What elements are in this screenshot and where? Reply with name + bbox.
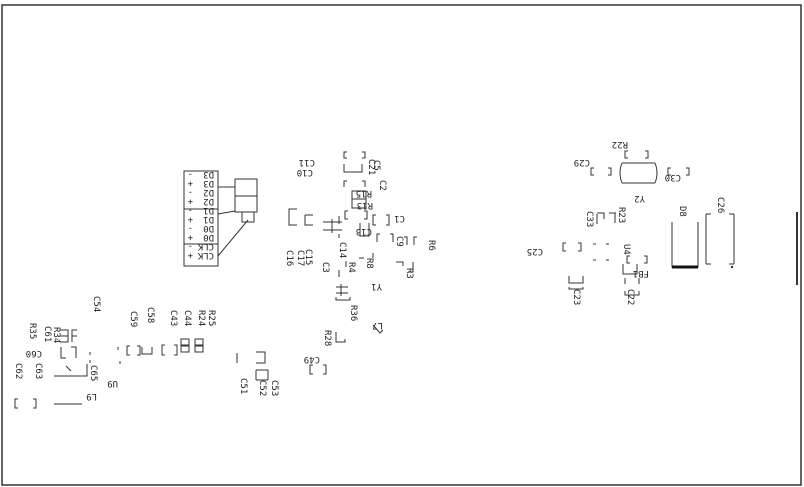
designator-label: C13 [356, 226, 372, 236]
designator-label: C1 [394, 213, 405, 223]
connector-pin-polarity: - [188, 187, 193, 197]
designator-label: C5 [371, 160, 381, 171]
connector-pin-polarity: + [187, 214, 193, 224]
connector-pin-name: D1 [203, 214, 214, 224]
designator-label: C58 [145, 307, 155, 323]
board-outline [1, 4, 802, 486]
designator-label: R13 [357, 200, 373, 210]
connector-outline [183, 170, 219, 267]
designator-label: C33 [584, 211, 594, 227]
connector-block: D3-D3+D2-D2+D1-D1+D0-D0+CLK-CLK+ [183, 169, 258, 267]
designator-label: C2 [377, 180, 387, 191]
connector-pin-name: D0 [203, 232, 214, 242]
designator-label: C52 [257, 380, 267, 396]
connector-pin-name: D2 [203, 196, 214, 206]
designator-label: C3 [320, 262, 330, 273]
designator-label: C21 [366, 159, 376, 175]
connector-pin-polarity: - [188, 169, 193, 179]
designator-label: C43 [168, 310, 178, 326]
designator-label: R24 [196, 310, 206, 326]
designator-label: R35 [27, 323, 37, 339]
designator-label: C10 [297, 167, 313, 177]
designator-label: C53 [269, 380, 279, 396]
designator-label: C30 [665, 172, 681, 182]
designator-label: C63 [33, 363, 43, 379]
connector-pin-polarity: + [187, 178, 193, 188]
designator-label: R23 [616, 207, 626, 223]
designator-label: C25 [527, 246, 543, 256]
connector-pin-name: CLK [197, 250, 214, 260]
connector-pin-polarity: - [188, 241, 193, 251]
designator-label: R34 [51, 327, 61, 343]
connector-pin-name: D1 [203, 205, 214, 215]
designator-label: C26 [715, 197, 725, 213]
designator-label: C54 [91, 296, 101, 312]
designator-label: R28 [322, 330, 332, 346]
connector-pin-polarity: + [187, 250, 193, 260]
designator-label: FB1 [633, 268, 649, 278]
designator-label: R4 [346, 262, 356, 273]
designator-label: C15 [303, 249, 313, 265]
connector-pin-polarity: - [188, 223, 193, 233]
connector-pin-name: CLK [197, 241, 214, 251]
designator-label: C65 [88, 365, 98, 381]
designator-label: C61 [42, 326, 52, 342]
designator-label: L7 [372, 320, 383, 330]
connector-pin-polarity: + [187, 196, 193, 206]
designator-label: R22 [612, 139, 628, 149]
designator-label: C59 [128, 311, 138, 327]
designator-label: R36 [348, 305, 358, 321]
designator-label: C62 [13, 363, 23, 379]
designator-label: R3 [404, 268, 414, 279]
designator-label: C11 [299, 157, 315, 167]
footprints [14, 150, 735, 409]
designator-label: C17 [295, 250, 305, 266]
designator-label: R8 [364, 258, 374, 269]
designator-label: R15 [356, 188, 372, 198]
designator-label: Y1 [371, 281, 382, 291]
designator-label: C60 [26, 348, 42, 358]
designator-label: C22 [625, 289, 635, 305]
connector-pin-name: D3 [203, 169, 214, 179]
connector-pin-name: D0 [203, 223, 214, 233]
connector-pin-name: D2 [203, 187, 214, 197]
designator-label: U9 [107, 378, 118, 388]
designator-label: C29 [574, 157, 590, 167]
designator-label: C49 [304, 354, 320, 364]
designator-label: U4 [621, 244, 631, 255]
designator-label: R25 [206, 310, 216, 326]
designator-label: C51 [238, 378, 248, 394]
designator-label: L9 [86, 391, 97, 401]
designator-label: Y2 [634, 193, 645, 203]
designator-label: C9 [394, 236, 404, 247]
designator-label: D8 [677, 206, 687, 217]
connector-pin-polarity: - [188, 205, 193, 215]
connector-pin-polarity: + [187, 232, 193, 242]
designator-label: R6 [426, 240, 436, 251]
connector-pin-name: D3 [203, 178, 214, 188]
designator-label: C23 [571, 289, 581, 305]
designator-label: C44 [182, 310, 192, 326]
designator-label: C16 [284, 250, 294, 266]
designator-label: C14 [337, 242, 347, 258]
